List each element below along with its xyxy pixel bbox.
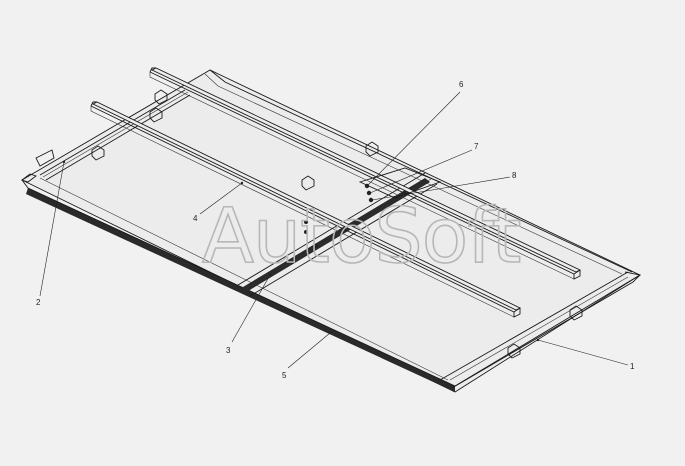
bracket-rear-left bbox=[35, 149, 55, 167]
callout-4: 4 bbox=[193, 181, 244, 223]
bracket-front-right-1 bbox=[507, 343, 521, 359]
callout-3: 3 bbox=[226, 273, 272, 355]
bolt-c bbox=[314, 244, 318, 248]
callout-label-1: 1 bbox=[630, 362, 635, 371]
longitudinal-rail-bottom bbox=[90, 101, 522, 318]
watermark-text: AutoSoft bbox=[202, 191, 520, 280]
rear-edge-strip bbox=[204, 69, 633, 275]
callout-label-2: 2 bbox=[36, 298, 41, 307]
bracket-left-1 bbox=[91, 145, 105, 161]
callout-8: 8 bbox=[371, 171, 517, 201]
callout-label-4: 4 bbox=[193, 214, 198, 223]
longitudinal-rail-top bbox=[149, 67, 582, 280]
callout-label-5: 5 bbox=[282, 371, 287, 380]
washer-7 bbox=[366, 190, 372, 196]
callout-label-3: 3 bbox=[226, 346, 231, 355]
callout-label-8: 8 bbox=[512, 171, 517, 180]
cross-member-middle bbox=[237, 172, 438, 297]
bracket-rear-top bbox=[154, 89, 168, 105]
cross-member-right bbox=[439, 271, 629, 381]
callout-7: 7 bbox=[369, 142, 479, 194]
callout-1: 1 bbox=[536, 338, 635, 371]
nut-8 bbox=[368, 197, 374, 203]
bracket-left-2 bbox=[149, 107, 163, 123]
bolt-b bbox=[304, 230, 308, 234]
callout-2: 2 bbox=[36, 160, 66, 307]
callout-label-7: 7 bbox=[474, 142, 479, 151]
bracket-center bbox=[301, 175, 315, 191]
callout-6: 6 bbox=[367, 80, 464, 186]
bracket-front-right-2 bbox=[569, 305, 583, 321]
callout-5: 5 bbox=[282, 331, 332, 380]
bracket-rear-right bbox=[365, 141, 379, 157]
bolt-a bbox=[304, 220, 308, 224]
callout-label-6: 6 bbox=[459, 80, 464, 89]
